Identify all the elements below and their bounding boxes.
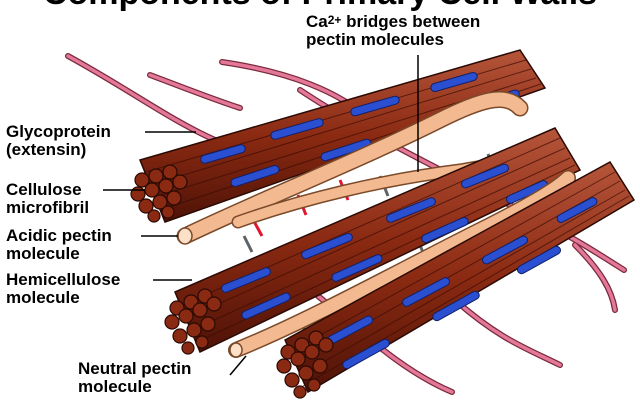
label-acidic-pectin: Acidic pectin molecule bbox=[6, 226, 112, 263]
label-calcium-line2: pectin molecules bbox=[306, 30, 444, 49]
diagram-title: Components of Primary Cell Walls bbox=[0, 0, 640, 13]
acidic-pectin-molecule bbox=[176, 91, 529, 245]
neutral-pectin-molecule bbox=[228, 170, 576, 358]
label-neutral-pectin: Neutral pectin molecule bbox=[78, 359, 192, 396]
microfibril-end-bottom bbox=[276, 330, 334, 399]
label-calcium-bridges: Ca2+ bridges between pectin molecules bbox=[306, 13, 480, 49]
label-calcium-line1: Ca2+ bridges between bbox=[306, 12, 481, 31]
cellulose-microfibril-middle bbox=[164, 127, 582, 355]
microfibril-end-middle bbox=[164, 288, 222, 355]
label-hemicellulose: Hemicellulose molecule bbox=[6, 270, 121, 307]
label-cellulose-microfibril: Cellulose microfibril bbox=[6, 180, 90, 217]
cellulose-microfibril-bottom bbox=[276, 161, 636, 399]
leader-lines bbox=[103, 55, 419, 376]
label-glycoprotein: Glycoprotein (extensin) bbox=[6, 122, 111, 159]
